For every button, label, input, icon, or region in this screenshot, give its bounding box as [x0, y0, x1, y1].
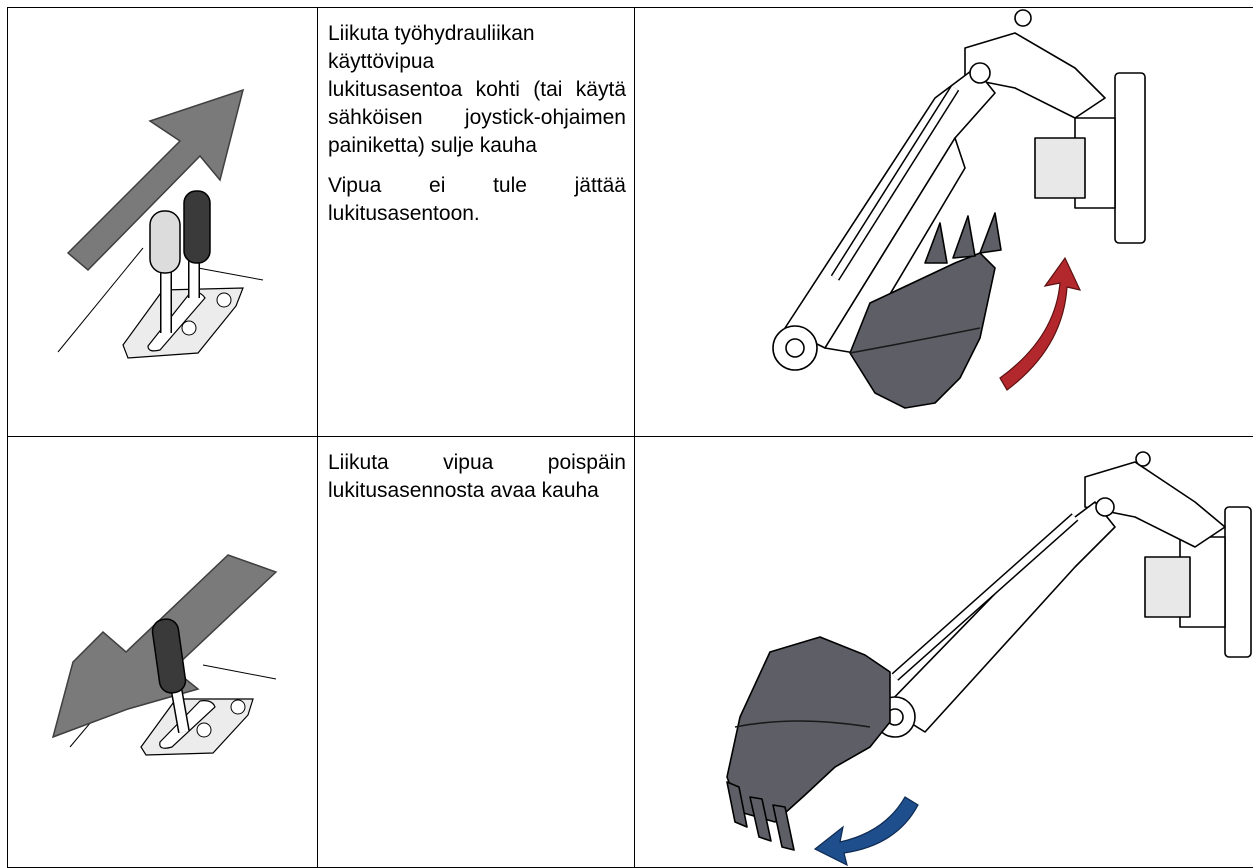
- lever-toward-lock-icon: [8, 8, 318, 436]
- instruction-table: Liikuta työhydrauliikan käyttövipua luki…: [7, 7, 1253, 868]
- instruction-text-cell: Liikuta työhydrauliikan käyttövipua luki…: [318, 8, 635, 437]
- instruction-text-cell: Liikuta vipua poispäin lukitusasennosta …: [318, 437, 635, 868]
- machine-illustration-cell: [635, 8, 1253, 437]
- lever-away-from-lock-icon: [8, 437, 318, 867]
- machine-illustration-cell: [635, 437, 1253, 868]
- instruction-row-close-bucket: Liikuta työhydrauliikan käyttövipua luki…: [8, 8, 1253, 437]
- instruction-paragraph: Liikuta vipua poispäin lukitusasennosta …: [328, 449, 626, 505]
- warning-paragraph: Vipua ei tule jättää lukitusasentoon.: [328, 172, 626, 228]
- instruction-paragraph: Liikuta työhydrauliikan käyttövipua luki…: [328, 20, 626, 160]
- excavator-arm-closing-bucket-icon: [635, 8, 1253, 436]
- lever-illustration-cell: [8, 8, 318, 437]
- instruction-row-open-bucket: Liikuta vipua poispäin lukitusasennosta …: [8, 437, 1253, 868]
- lever-illustration-cell: [8, 437, 318, 868]
- excavator-arm-opening-bucket-icon: [635, 437, 1253, 867]
